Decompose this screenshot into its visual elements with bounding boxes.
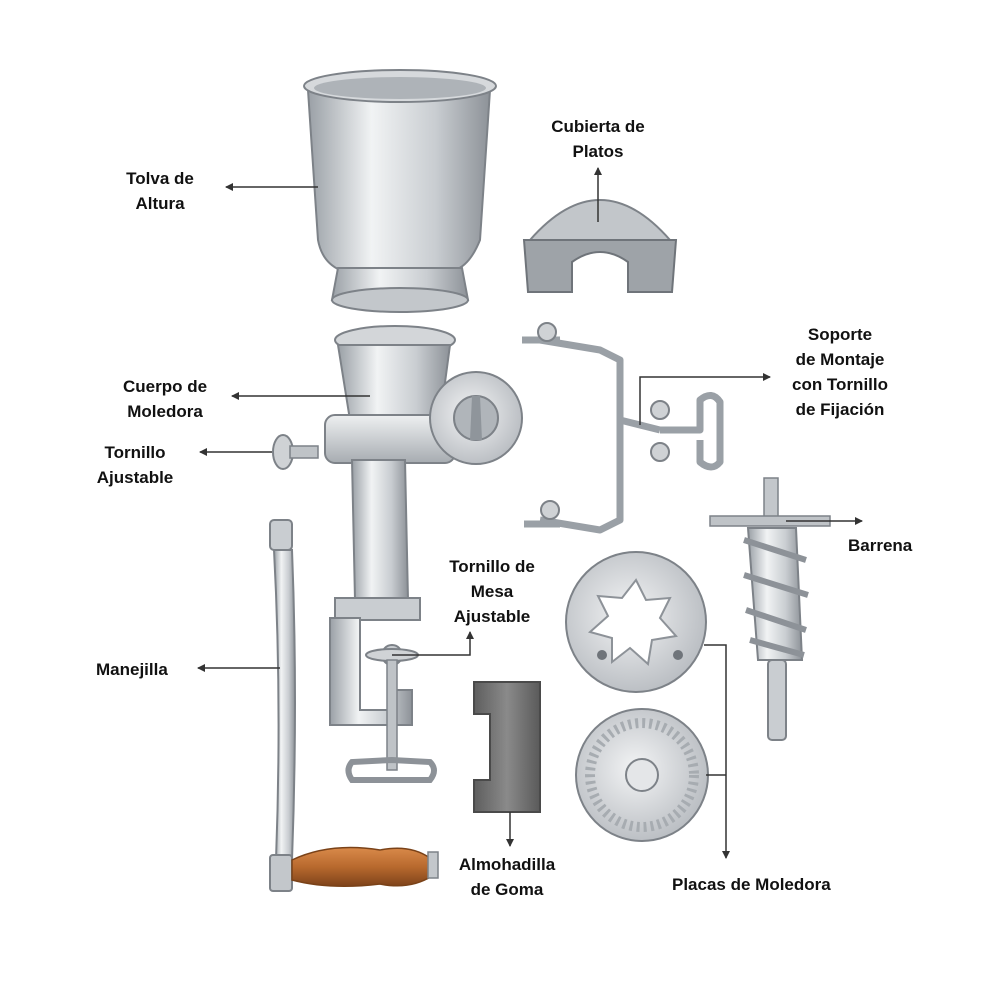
grinding-plate-bottom [575, 708, 709, 842]
grinder-body [324, 325, 523, 726]
label-tornillo-ajustable: Tornillo Ajustable [96, 443, 174, 487]
leader-lines [197, 167, 863, 859]
label-tornillo-mesa: Tornillo de Mesa Ajustable [449, 557, 535, 626]
plate-cover [522, 199, 678, 293]
label-almohadilla: Almohadilla de Goma [458, 855, 556, 899]
rubber-pad [473, 681, 541, 813]
label-manejilla: Manejilla [96, 660, 168, 679]
hopper [303, 69, 497, 313]
label-placas: Placas de Moledora [672, 875, 831, 894]
label-soporte: Soporte de Montaje con Tornillo de Fijac… [791, 325, 888, 419]
auger [709, 477, 831, 741]
label-cuerpo: Cuerpo de Moledora [122, 377, 208, 421]
label-cubierta: Cubierta de Platos [551, 117, 645, 161]
label-barrena: Barrena [848, 536, 913, 555]
mounting-bracket-wingnuts [537, 322, 670, 520]
leader-placas [704, 644, 730, 859]
adjustable-screw [272, 434, 319, 470]
leader-tornillo-mesa [392, 631, 474, 656]
leader-soporte [639, 373, 771, 425]
crank-handle [269, 519, 439, 892]
label-tolva: Tolva de Altura [126, 169, 194, 213]
grinding-plate-top [565, 551, 707, 693]
